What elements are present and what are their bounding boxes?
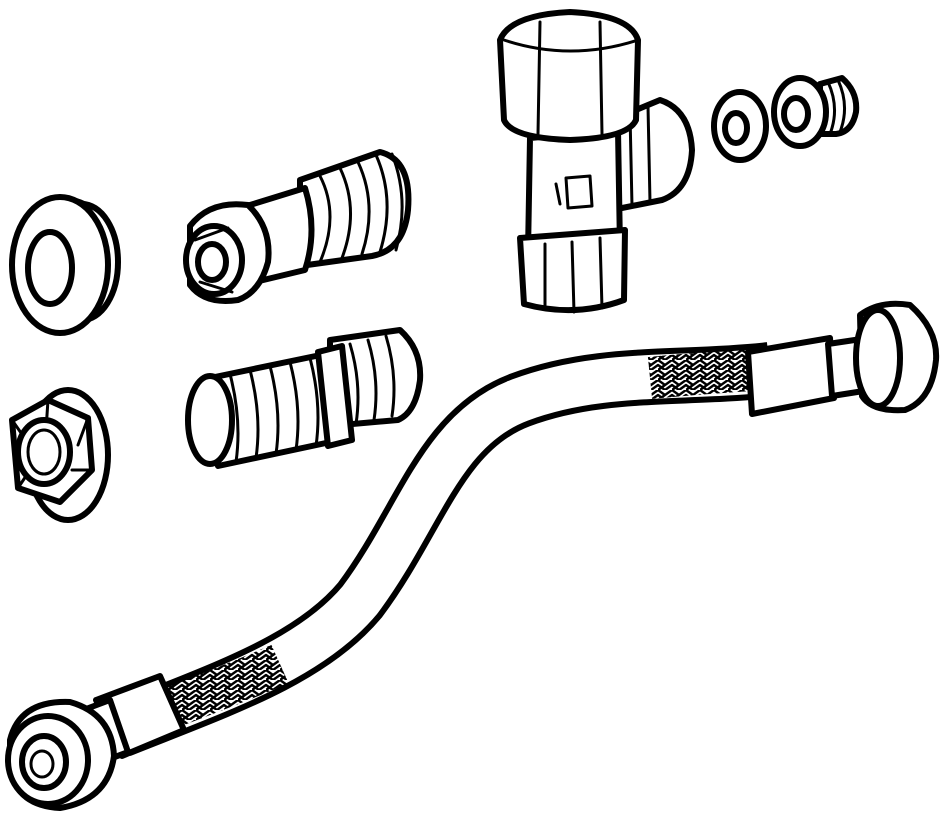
flat-washer — [711, 89, 769, 163]
strainer-insert — [771, 75, 860, 149]
nut-with-washer — [9, 387, 111, 523]
push-fit-connector — [183, 149, 412, 304]
sealing-ring-large — [9, 194, 121, 336]
angle-valve — [497, 9, 695, 314]
braided-flex-hose — [5, 300, 940, 811]
threaded-nipple — [185, 327, 424, 469]
